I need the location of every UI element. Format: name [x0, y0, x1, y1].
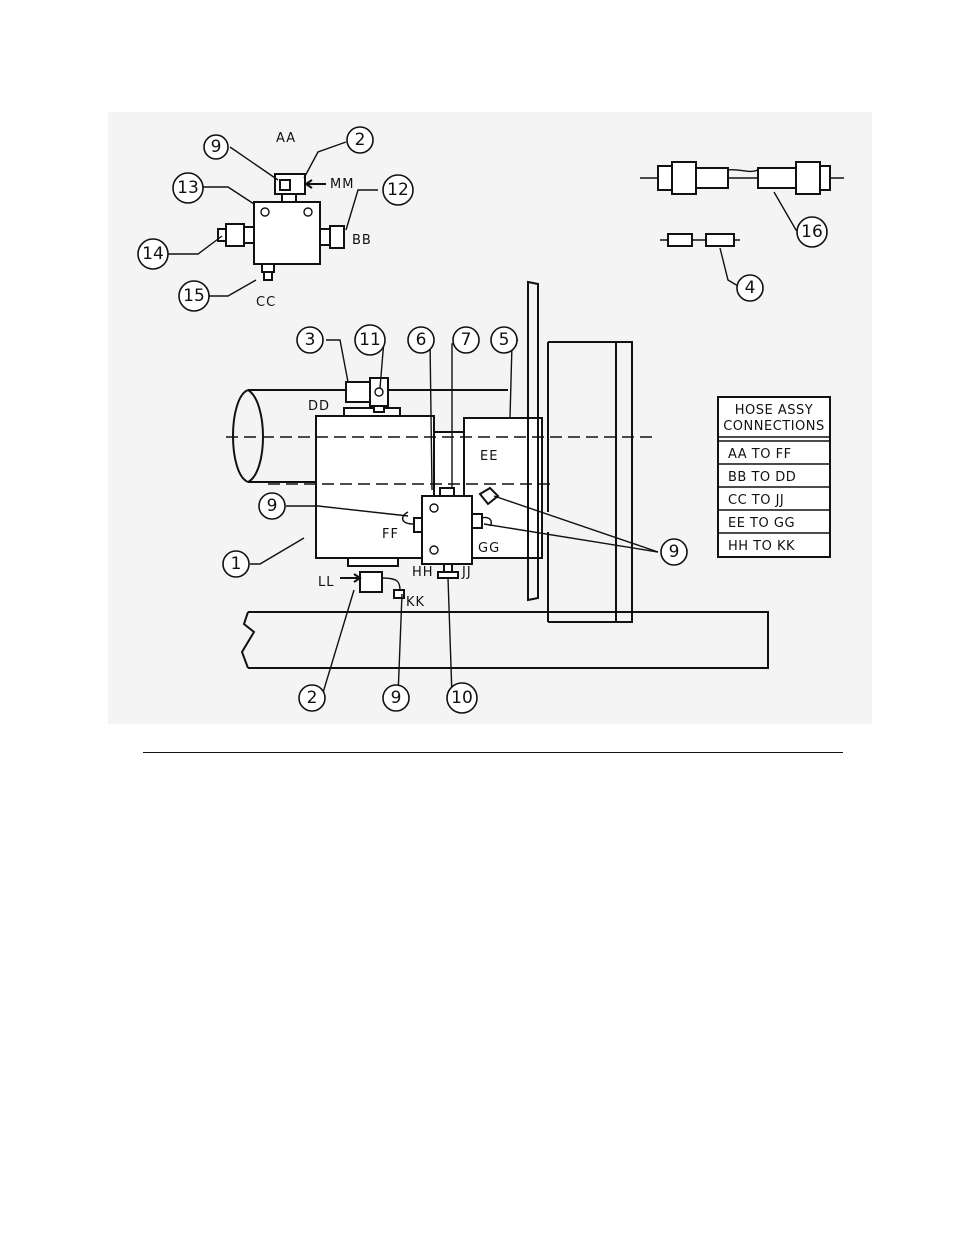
callout-3: 3 [297, 327, 323, 353]
svg-text:2: 2 [307, 688, 318, 708]
table-row: AA TO FF [728, 447, 792, 462]
callout-11: 11 [355, 325, 385, 355]
callout-13: 13 [173, 173, 203, 203]
table-row: CC TO JJ [728, 493, 784, 508]
port-label-kk: KK [406, 595, 425, 610]
callout-14: 14 [138, 239, 168, 269]
port-label-cc: CC [256, 295, 276, 310]
table-row: BB TO DD [728, 470, 796, 485]
port-label-gg: GG [478, 541, 500, 556]
svg-text:7: 7 [461, 330, 472, 350]
port-label-ll: LL [318, 575, 335, 590]
callout-1: 1 [223, 551, 249, 577]
horizontal-divider [143, 752, 843, 753]
callout-9-bottom: 9 [383, 685, 409, 711]
svg-text:16: 16 [801, 222, 823, 242]
svg-text:14: 14 [142, 244, 164, 264]
svg-text:9: 9 [267, 496, 278, 516]
port-label-hh: HH [412, 565, 434, 580]
callout-12: 12 [383, 175, 413, 205]
callout-4: 4 [737, 275, 763, 301]
table-row: HH TO KK [728, 539, 795, 554]
table-title-line2: CONNECTIONS [723, 419, 825, 434]
callout-9-left: 9 [259, 493, 285, 519]
svg-text:13: 13 [177, 178, 199, 198]
svg-text:5: 5 [499, 330, 510, 350]
port-label-jj: JJ [461, 565, 472, 580]
svg-text:6: 6 [416, 330, 427, 350]
svg-text:10: 10 [451, 688, 473, 708]
svg-text:4: 4 [745, 278, 756, 298]
callout-9-right: 9 [661, 539, 687, 565]
hydraulic-assembly-diagram: 9 2 13 12 14 15 16 4 3 11 6 7 5 9 9 1 2 … [108, 112, 872, 724]
callout-15: 15 [179, 281, 209, 311]
svg-text:1: 1 [231, 554, 242, 574]
callout-2-bottom: 2 [299, 685, 325, 711]
svg-text:9: 9 [391, 688, 402, 708]
svg-text:15: 15 [183, 286, 205, 306]
port-label-aa: AA [276, 131, 296, 146]
callout-2-top: 2 [347, 127, 373, 153]
port-label-ff: FF [382, 527, 399, 542]
table-row: EE TO GG [728, 516, 795, 531]
svg-text:3: 3 [305, 330, 316, 350]
callout-7: 7 [453, 327, 479, 353]
svg-text:9: 9 [669, 542, 680, 562]
svg-text:2: 2 [355, 130, 366, 150]
callout-10: 10 [447, 683, 477, 713]
port-label-mm: MM [330, 177, 354, 192]
table-title-line1: HOSE ASSY [735, 403, 813, 418]
hose-connections-table: HOSE ASSY CONNECTIONS AA TO FF BB TO DD … [718, 397, 830, 557]
port-label-ee: EE [480, 449, 498, 464]
port-label-dd: DD [308, 399, 330, 414]
callout-16: 16 [797, 217, 827, 247]
callout-5: 5 [491, 327, 517, 353]
callout-6: 6 [408, 327, 434, 353]
svg-text:11: 11 [359, 330, 381, 350]
port-label-bb: BB [352, 233, 372, 248]
svg-text:9: 9 [211, 137, 222, 157]
svg-text:12: 12 [387, 180, 409, 200]
callout-9-top: 9 [204, 135, 228, 159]
